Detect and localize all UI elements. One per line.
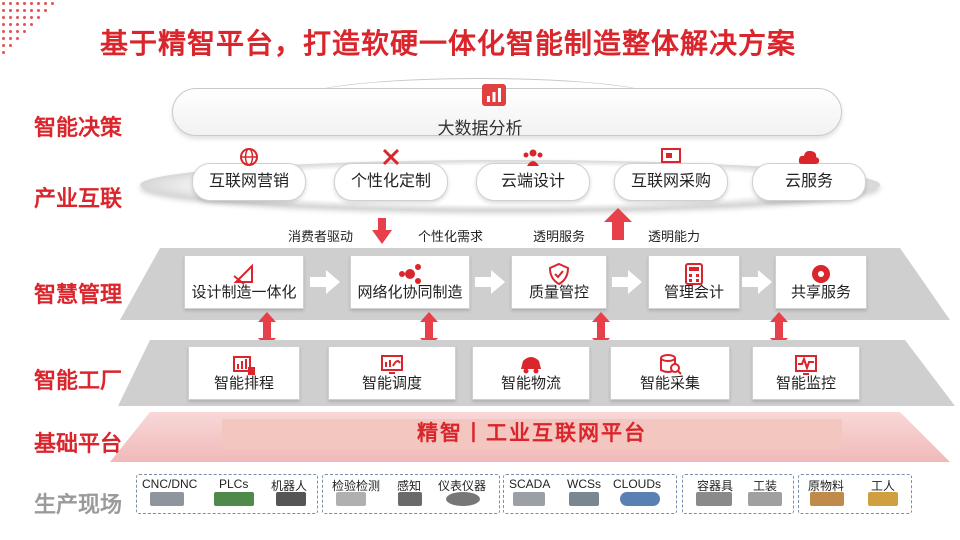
production-item: CNC/DNC bbox=[142, 477, 198, 491]
row-label-management: 智慧管理 bbox=[34, 282, 123, 307]
factory-item-label: 智能物流 bbox=[500, 375, 561, 392]
factory-item-label: 智能调度 bbox=[361, 375, 422, 392]
industry-item-label: 互联网营销 bbox=[208, 173, 289, 190]
production-item: PLCs bbox=[219, 477, 249, 491]
industry-item-label: 个性化定制 bbox=[350, 173, 431, 190]
flow-label-transparent-service: 透明服务 bbox=[533, 229, 586, 244]
industry-item-customization[interactable]: 个性化定制 bbox=[334, 148, 448, 201]
management-item-network[interactable]: 网络化协同制造 bbox=[350, 255, 470, 309]
factory-item-scheduling[interactable]: 智能排程 bbox=[188, 346, 300, 400]
management-item-accounting[interactable]: 管理会计 bbox=[648, 255, 740, 309]
users-icon bbox=[523, 149, 543, 166]
production-item: 机器人 bbox=[271, 479, 308, 493]
factory-item-label: 智能排程 bbox=[213, 375, 274, 392]
arrow-right-icon bbox=[475, 270, 505, 294]
robot-image bbox=[276, 492, 306, 506]
industry-item-label: 云端设计 bbox=[500, 173, 565, 190]
worker-image bbox=[868, 492, 898, 506]
container-image bbox=[696, 492, 732, 506]
factory-item-monitoring[interactable]: 智能监控 bbox=[752, 346, 860, 400]
pulse-icon bbox=[795, 355, 817, 375]
production-item: 工装 bbox=[753, 479, 778, 493]
flow-label-transparent-capability: 透明能力 bbox=[648, 229, 701, 244]
share-icon bbox=[399, 264, 421, 284]
industry-item-cloud-design[interactable]: 云端设计 bbox=[476, 149, 590, 201]
decorative-dots bbox=[0, 0, 60, 60]
instrument-image bbox=[446, 492, 480, 506]
factory-item-label: 智能监控 bbox=[775, 375, 836, 392]
row-label-platform: 基础平台 bbox=[34, 431, 123, 456]
sensor-image bbox=[398, 492, 422, 506]
truck-icon bbox=[521, 357, 541, 374]
production-item: 仪表仪器 bbox=[438, 479, 487, 493]
cart-icon bbox=[661, 148, 681, 163]
tools-icon bbox=[382, 148, 400, 166]
inspection-image bbox=[336, 492, 366, 506]
production-item: SCADA bbox=[509, 477, 551, 491]
cloud-icon bbox=[798, 150, 820, 164]
management-item-quality[interactable]: 质量管控 bbox=[511, 255, 607, 309]
platform-label: 精智丨工业互联网平台 bbox=[222, 419, 842, 449]
management-item-label: 网络化协同制造 bbox=[357, 284, 463, 301]
flow-label-consumer: 消费者驱动 bbox=[288, 229, 354, 244]
arrow-right-icon bbox=[310, 270, 340, 294]
row-label-production: 生产现场 bbox=[34, 492, 123, 517]
down-arrow-icon bbox=[372, 218, 392, 244]
flow-label-customization: 个性化需求 bbox=[418, 229, 484, 244]
schedule-icon bbox=[233, 356, 255, 375]
monitor-icon bbox=[381, 355, 403, 374]
row-label-industry: 产业互联 bbox=[34, 186, 123, 211]
production-item: 原物料 bbox=[808, 479, 845, 493]
scada-image bbox=[513, 492, 545, 506]
wcs-image bbox=[569, 492, 599, 506]
production-item: 检验检测 bbox=[332, 479, 381, 493]
plc-image bbox=[214, 492, 254, 506]
decision-cloud bbox=[172, 88, 842, 136]
industry-item-label: 云服务 bbox=[784, 173, 833, 190]
cnc-machine-image bbox=[150, 492, 184, 506]
production-item: WCSs bbox=[567, 477, 601, 491]
industry-item-label: 互联网采购 bbox=[630, 173, 711, 190]
industry-item-procurement[interactable]: 互联网采购 bbox=[614, 148, 728, 201]
shield-icon bbox=[548, 262, 570, 286]
network-icon bbox=[812, 265, 830, 283]
globe-icon bbox=[240, 148, 258, 166]
management-item-label: 共享服务 bbox=[790, 284, 851, 301]
management-item-label: 管理会计 bbox=[663, 284, 724, 301]
factory-item-logistics[interactable]: 智能物流 bbox=[472, 346, 590, 400]
management-item-label: 质量管控 bbox=[528, 284, 589, 301]
arrow-right-icon bbox=[742, 270, 772, 294]
management-item-shared[interactable]: 共享服务 bbox=[775, 255, 867, 309]
production-item: 容器具 bbox=[697, 479, 734, 493]
page-title: 基于精智平台，打造软硬一体化智能制造整体解决方案 bbox=[100, 28, 797, 59]
management-item-label: 设计制造一体化 bbox=[191, 284, 297, 301]
production-item: 感知 bbox=[397, 479, 422, 493]
industry-item-marketing[interactable]: 互联网营销 bbox=[192, 148, 306, 201]
production-item: 工人 bbox=[871, 479, 896, 493]
factory-item-dispatch[interactable]: 智能调度 bbox=[328, 346, 456, 400]
decision-label: 大数据分析 bbox=[437, 119, 523, 138]
calculator-icon bbox=[685, 263, 703, 285]
fixture-image bbox=[748, 492, 782, 506]
up-arrow-icon bbox=[604, 208, 632, 240]
bar-chart-icon bbox=[482, 84, 506, 106]
factory-item-label: 智能采集 bbox=[639, 375, 700, 392]
row-label-factory: 智能工厂 bbox=[34, 368, 123, 393]
arrow-right-icon bbox=[612, 270, 642, 294]
row-label-decision: 智能决策 bbox=[34, 115, 123, 140]
factory-item-collection[interactable]: 智能采集 bbox=[610, 346, 730, 400]
management-item-design[interactable]: 设计制造一体化 bbox=[184, 255, 304, 309]
industry-item-cloud-service[interactable]: 云服务 bbox=[752, 150, 866, 201]
database-icon bbox=[660, 354, 682, 375]
cloud-image bbox=[620, 492, 660, 506]
material-image bbox=[810, 492, 844, 506]
production-item: CLOUDs bbox=[613, 477, 662, 491]
design-icon bbox=[233, 263, 253, 285]
